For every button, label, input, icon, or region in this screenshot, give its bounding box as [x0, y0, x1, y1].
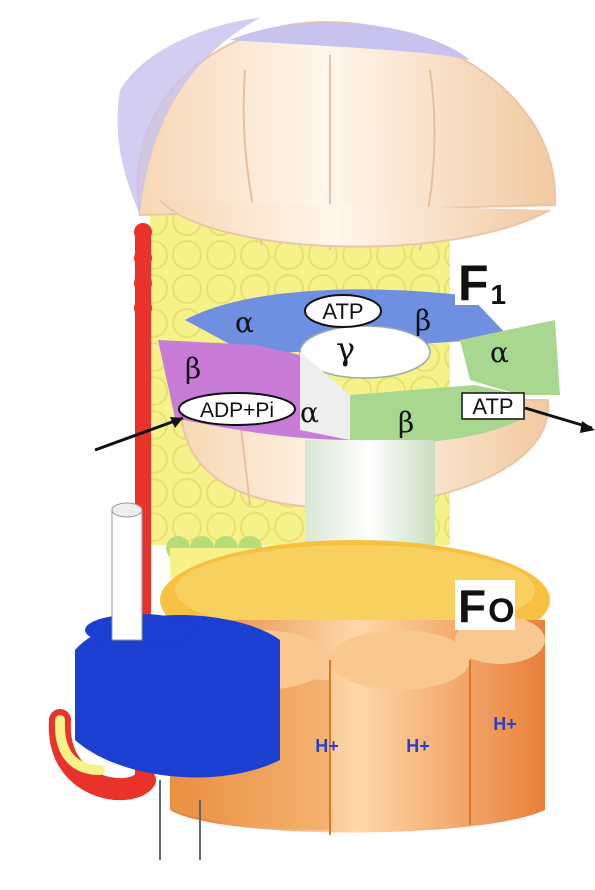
alpha-label-top: α: [235, 306, 254, 339]
h-plus-label-2: H+: [406, 736, 430, 756]
f1-top-cap: [118, 18, 556, 250]
beta-label-front: β: [398, 406, 414, 439]
atp-top-label: ATP: [322, 299, 363, 324]
adp-pi-label: ADP+Pi: [200, 399, 274, 422]
f1-label: F1: [455, 255, 515, 311]
beta-label-top: β: [415, 304, 431, 337]
gamma-label: γ: [336, 330, 355, 368]
fo-label: FO: [455, 580, 515, 632]
alpha-label-center: α: [300, 396, 319, 429]
atp-right-label: ATP: [472, 394, 513, 419]
beta-label-left: β: [185, 352, 201, 385]
h-plus-label-3: H+: [493, 714, 517, 734]
alpha-label-right: α: [490, 336, 509, 369]
h-plus-label-1: H+: [315, 736, 339, 756]
